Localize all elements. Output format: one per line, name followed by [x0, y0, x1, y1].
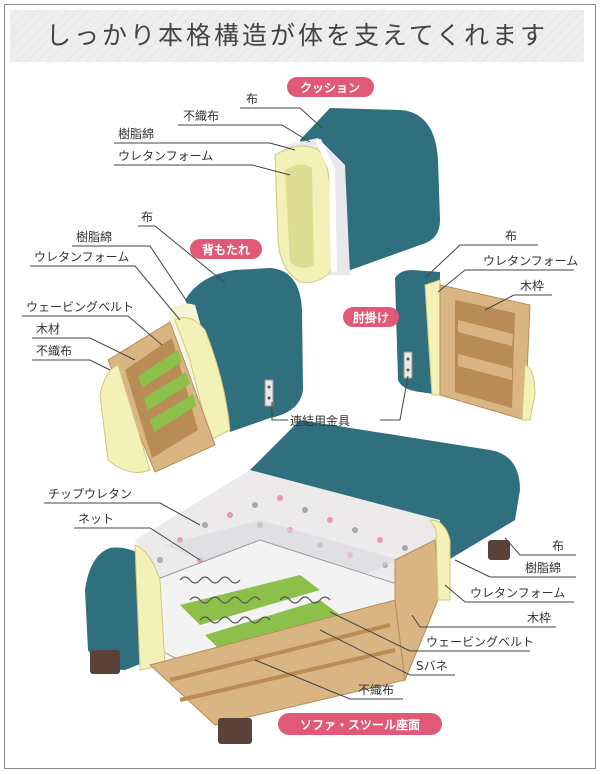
svg-text:樹脂綿: 樹脂綿 [525, 560, 561, 575]
svg-text:ウェービングベルト: ウェービングベルト [426, 635, 534, 649]
svg-text:不織布: 不織布 [36, 344, 72, 358]
svg-text:クッション: クッション [300, 81, 360, 95]
svg-text:背もたれ: 背もたれ [202, 242, 250, 257]
cushion-badge: クッション [287, 77, 374, 97]
svg-text:布: 布 [246, 92, 258, 106]
svg-text:連結用金具: 連結用金具 [290, 413, 350, 428]
cushion-illustration [274, 108, 440, 283]
armrest-labels: 布 ウレタンフォーム 木枠 [424, 229, 578, 311]
backrest-illustration [99, 268, 303, 473]
svg-text:木材: 木材 [36, 322, 60, 336]
svg-text:ウレタンフォーム: ウレタンフォーム [483, 254, 578, 268]
seat-left-labels: チップウレタン ネット [44, 487, 201, 561]
svg-text:ネット: ネット [78, 512, 114, 526]
svg-text:ウレタンフォーム: ウレタンフォーム [470, 586, 565, 600]
svg-text:チップウレタン: チップウレタン [48, 487, 132, 501]
page-title: しっかり本格構造が体を支えてくれます [45, 21, 548, 50]
svg-text:肘掛け: 肘掛け [353, 310, 389, 325]
connector-label: 連結用金具 [271, 375, 409, 428]
svg-text:不織布: 不織布 [358, 683, 394, 697]
title-stripe-pattern [10, 10, 584, 62]
svg-text:木枠: 木枠 [527, 611, 551, 625]
armrest-illustration [395, 270, 536, 421]
svg-text:ソファ・スツール座面: ソファ・スツール座面 [300, 717, 420, 732]
title-bar: しっかり本格構造が体を支えてくれます [10, 10, 584, 62]
seat-right-labels: 布 樹脂綿 ウレタンフォーム 木枠 ウェービングベルト Sバネ 不織布 [254, 537, 576, 700]
svg-text:Sバネ: Sバネ [416, 659, 448, 673]
svg-text:樹脂綿: 樹脂綿 [76, 229, 112, 244]
cushion-labels: 布 不織布 樹脂綿 ウレタンフォーム [114, 92, 323, 176]
seat-illustration [85, 420, 520, 744]
backrest-badge: 背もたれ [190, 239, 262, 259]
svg-text:不織布: 不織布 [183, 109, 219, 123]
svg-text:樹脂綿: 樹脂綿 [118, 126, 154, 141]
svg-text:ウレタンフォーム: ウレタンフォーム [34, 250, 129, 264]
seat-badge: ソファ・スツール座面 [278, 713, 442, 735]
svg-text:布: 布 [141, 210, 153, 224]
svg-text:ウェービングベルト: ウェービングベルト [26, 300, 134, 314]
backrest-labels: 布 樹脂綿 ウレタンフォーム ウェービングベルト 木材 不織布 [22, 210, 226, 371]
svg-text:ウレタンフォーム: ウレタンフォーム [118, 149, 213, 163]
armrest-badge: 肘掛け [343, 307, 399, 327]
svg-text:木枠: 木枠 [520, 279, 544, 293]
svg-text:布: 布 [552, 539, 564, 553]
svg-text:布: 布 [505, 229, 517, 243]
